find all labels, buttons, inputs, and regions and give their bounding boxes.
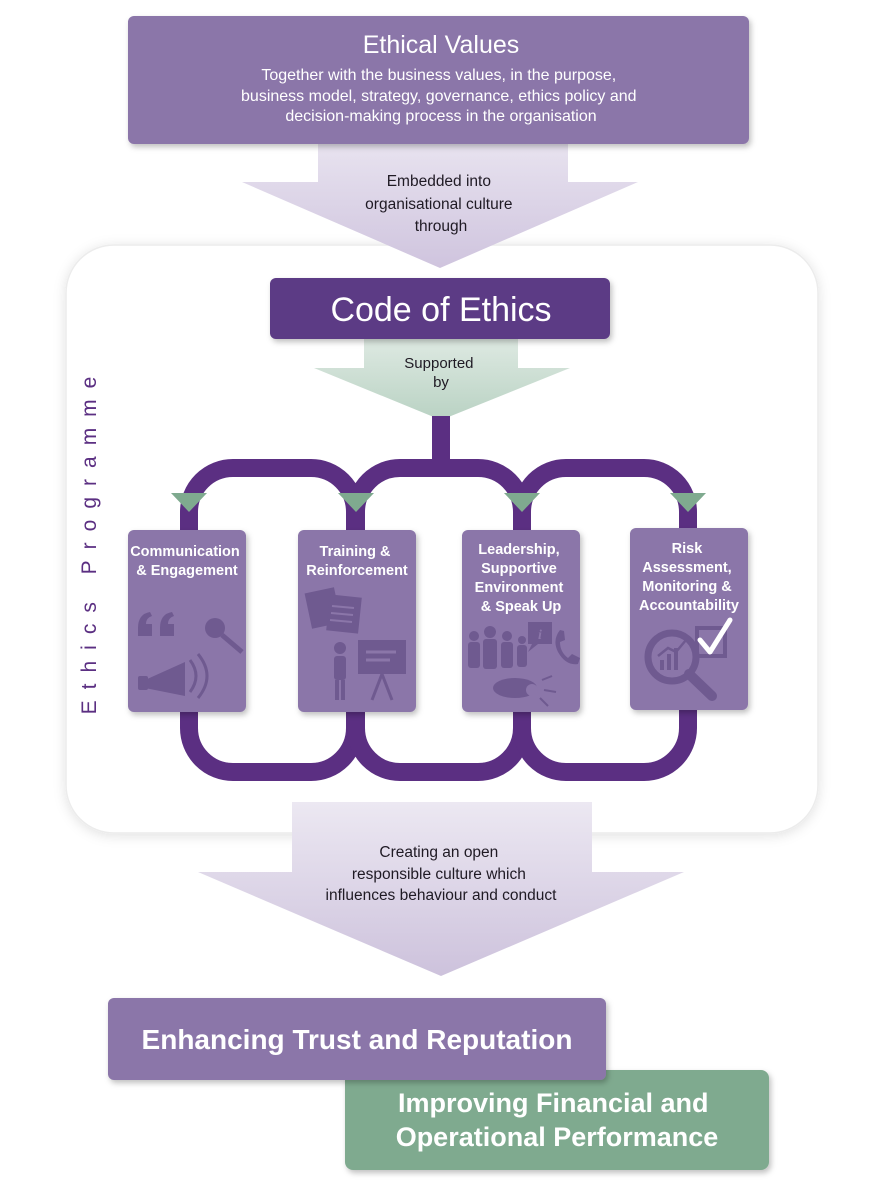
svg-text:Risk Assessment, M: Risk Assessment, Monitoring & Accountabi… [639, 541, 739, 614]
supported-by-arrow: Supported by [314, 336, 570, 420]
creating-text-line: Creating an open [379, 844, 498, 861]
performance-text: Improving Financial and Operational Perf… [396, 1088, 719, 1152]
svg-text:i: i [538, 628, 542, 643]
creating-culture-arrow: Creating an open responsible culture whi… [198, 802, 684, 976]
code-of-ethics-title: Code of Ethics [330, 291, 551, 329]
pillar-label-line: Reinforcement [306, 563, 408, 579]
svg-text:Supported by: Supported by [404, 355, 477, 391]
svg-text:Leadership, Supportive: Leadership, Supportive Environment & Spe… [475, 542, 568, 615]
ethical-values-description: Together with the business values, in th… [241, 67, 641, 125]
pillar-label-line: Supportive [481, 561, 557, 577]
svg-text:Creating an open respons: Creating an open responsible culture whi… [326, 844, 558, 904]
supported-text-line: Supported [404, 355, 473, 372]
megaphone-quote-microphone-icon [138, 612, 244, 699]
pillar-leadership: Leadership, Supportive Environment & Spe… [462, 530, 580, 712]
embedded-arrow: Embedded into organisational culture thr… [242, 138, 638, 268]
creating-text-line: influences behaviour and conduct [326, 887, 558, 904]
pillar-label-line: Monitoring & [642, 579, 732, 595]
svg-text:Communication & Engageme: Communication & Engagement [130, 544, 244, 579]
svg-text:Training & Reinforcement: Training & Reinforcement [306, 544, 408, 579]
ethical-values-box [128, 16, 749, 144]
svg-text:Embedded into organisati: Embedded into organisational culture thr… [365, 173, 517, 235]
magnifier-chart-checkbox-icon [644, 617, 733, 701]
pillar-label-line: Assessment, [642, 560, 731, 576]
ethical-values-title: Ethical Values [363, 31, 520, 59]
documents-presenter-icon [304, 587, 406, 701]
embedded-text-line: through [415, 218, 468, 235]
embedded-text-line: Embedded into [387, 173, 491, 190]
pillar-training: Training & Reinforcement [298, 530, 416, 712]
trust-box [108, 998, 606, 1080]
pillar-pointers [171, 493, 706, 512]
supported-text-line: by [433, 374, 449, 391]
pillar-label-line: & Speak Up [481, 599, 562, 615]
pillar-communication: Communication & Engagement [128, 530, 246, 712]
people-info-phone-whistle-icon: i [468, 622, 580, 707]
performance-box [345, 1070, 769, 1170]
pillar-label-line: & Engagement [136, 563, 238, 579]
ethics-programme-label: Ethics Programme [78, 366, 101, 715]
pillar-label-line: Leadership, [478, 542, 559, 558]
pillar-label-line: Communication [130, 544, 240, 560]
embedded-text-line: organisational culture [365, 196, 512, 213]
trust-text: Enhancing Trust and Reputation [142, 1024, 573, 1055]
code-of-ethics-box [270, 278, 610, 339]
pillar-label-line: Environment [475, 580, 564, 596]
pillar-risk: Risk Assessment, Monitoring & Accountabi… [630, 528, 748, 710]
pillar-label-line: Training & [320, 544, 391, 560]
pillar-label-line: Risk [672, 541, 704, 557]
creating-text-line: responsible culture which [352, 866, 526, 883]
pillar-label-line: Accountability [639, 598, 739, 614]
